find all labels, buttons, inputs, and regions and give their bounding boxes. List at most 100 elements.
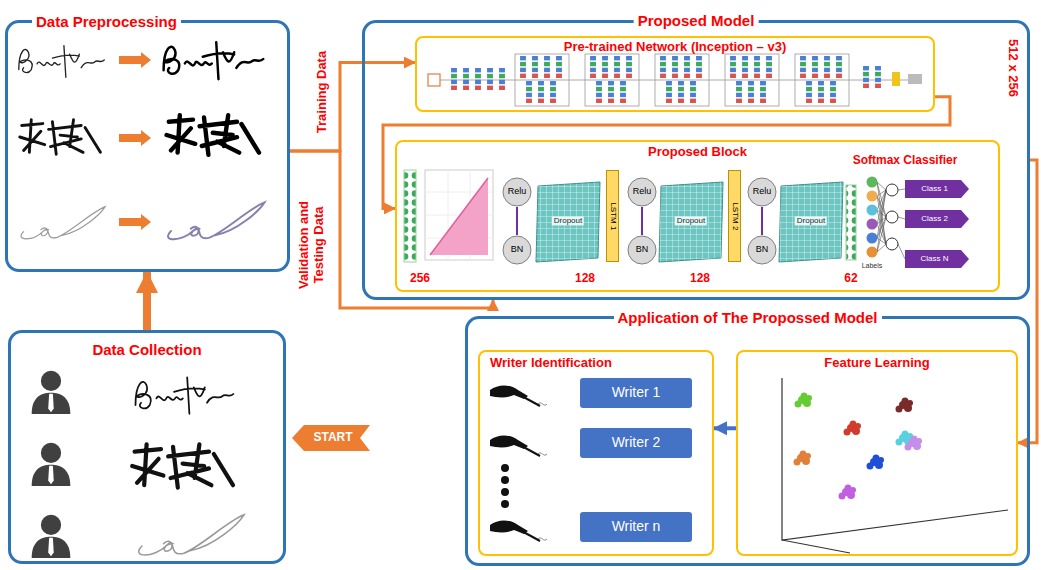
feature-scatter <box>867 455 885 470</box>
flow-arrow <box>290 151 493 308</box>
proposed-block-layers <box>867 191 878 202</box>
box-title: Application of The Propossed Model <box>613 309 881 326</box>
writer-icons <box>132 444 233 487</box>
proposed-block-layers <box>867 177 878 188</box>
proposed-block-layers <box>536 182 600 262</box>
proposed-block-layers <box>430 178 488 255</box>
writer-box: Writer 1 <box>580 378 692 408</box>
inception-network <box>655 54 709 106</box>
feature-scatter <box>794 451 812 466</box>
writer-icons <box>139 515 244 555</box>
box-title: Writer Identification <box>490 356 612 371</box>
layer-circle: BN <box>747 235 777 265</box>
node-outline <box>503 236 531 264</box>
node-label: Relu <box>753 187 772 197</box>
node-outline <box>748 236 776 264</box>
inception-network <box>863 66 869 88</box>
writer-icons <box>136 378 234 414</box>
proposed-block-layers <box>867 219 878 230</box>
group-box: Writer IdentificationWriter 1Writer 2Wri… <box>478 350 714 556</box>
inception-network <box>499 68 505 90</box>
inception-network <box>475 68 481 90</box>
box-title: Proposed Block <box>648 145 747 160</box>
signature-samples <box>164 42 264 79</box>
box-title: Pre-trained Network (Inception – v3) <box>564 40 787 55</box>
proposed-block-layers <box>404 170 416 262</box>
box-title: Feature Learning <box>824 356 929 371</box>
layer-circle: Relu <box>627 177 657 207</box>
writer-box: Writer 2 <box>580 428 692 458</box>
feature-scatter <box>782 540 850 553</box>
proposed-block-layers <box>867 205 878 216</box>
dimension-number: 256 <box>410 272 430 286</box>
signature-samples <box>167 115 259 155</box>
signature-samples <box>21 207 105 239</box>
signature-samples <box>119 214 151 230</box>
node-label: LSTM 2 <box>730 202 739 230</box>
hand-icons <box>490 386 547 542</box>
hand-icons <box>501 488 509 496</box>
inception-network <box>795 54 849 106</box>
feature-scatter <box>905 436 923 451</box>
inception-network <box>428 74 440 86</box>
box-title: Data Preprocessing <box>32 13 181 30</box>
proposed-block-layers <box>886 211 898 223</box>
node-label: Relu <box>508 187 527 197</box>
proposed-block-layers <box>779 182 843 262</box>
node-label: Writer 2 <box>612 435 661 450</box>
node-label: Class 1 <box>921 185 953 194</box>
layer-label: Dropout <box>795 216 827 225</box>
signature-samples <box>19 42 265 239</box>
node-label: BN <box>756 245 769 255</box>
section-panel: Data Collection <box>8 330 286 564</box>
feature-scatter <box>896 398 914 413</box>
dimension-number: 62 <box>844 272 857 286</box>
node-label: Relu <box>633 187 652 197</box>
section-panel: Data Preprocessing <box>5 20 290 272</box>
proposed-block-layers <box>659 182 723 262</box>
proposed-block-layers <box>779 182 843 262</box>
hand-icons <box>501 500 509 508</box>
inception-network <box>428 54 922 106</box>
inception-network <box>585 54 639 106</box>
writer-icons <box>32 515 71 558</box>
layer-label: Softmax Classifier <box>853 154 958 168</box>
class-arrow: Class N <box>905 250 969 268</box>
flow-arrow <box>516 207 518 235</box>
proposed-block-layers <box>425 170 493 260</box>
dimension-number: 512 x 256 <box>1006 39 1021 97</box>
proposed-block-layers <box>430 178 488 255</box>
signature-samples <box>20 120 101 155</box>
node-label: BN <box>511 245 524 255</box>
start-arrow: START <box>292 425 370 451</box>
proposed-block-layers <box>536 182 600 262</box>
layer-circle: BN <box>627 235 657 265</box>
node-outline <box>503 178 531 206</box>
hand-icons <box>501 476 509 484</box>
inception-network <box>440 80 920 81</box>
group-box: Feature Learning <box>736 350 1018 556</box>
node-label: Class N <box>920 255 953 264</box>
proposed-block-layers <box>867 233 878 244</box>
layer-label: Labels <box>862 262 883 270</box>
node-label: START <box>309 431 352 444</box>
lstm-bar: LSTM 2 <box>728 170 741 262</box>
signature-samples <box>119 52 151 68</box>
layer-label: Dropout <box>552 216 584 225</box>
signature-samples <box>119 130 151 146</box>
node-outline <box>628 236 656 264</box>
inception-network <box>725 54 779 106</box>
feature-scatter <box>844 421 862 436</box>
proposed-block-layers <box>867 247 878 258</box>
proposed-block-layers <box>425 170 493 260</box>
node-outline <box>905 180 969 198</box>
proposed-block-layers <box>877 182 905 259</box>
box-title: Data Collection <box>92 341 201 358</box>
flow-arrow <box>641 207 643 235</box>
flow-arrow <box>383 97 950 209</box>
inception-network <box>875 66 881 88</box>
node-label: BN <box>636 245 649 255</box>
flow-arrow <box>143 272 151 330</box>
